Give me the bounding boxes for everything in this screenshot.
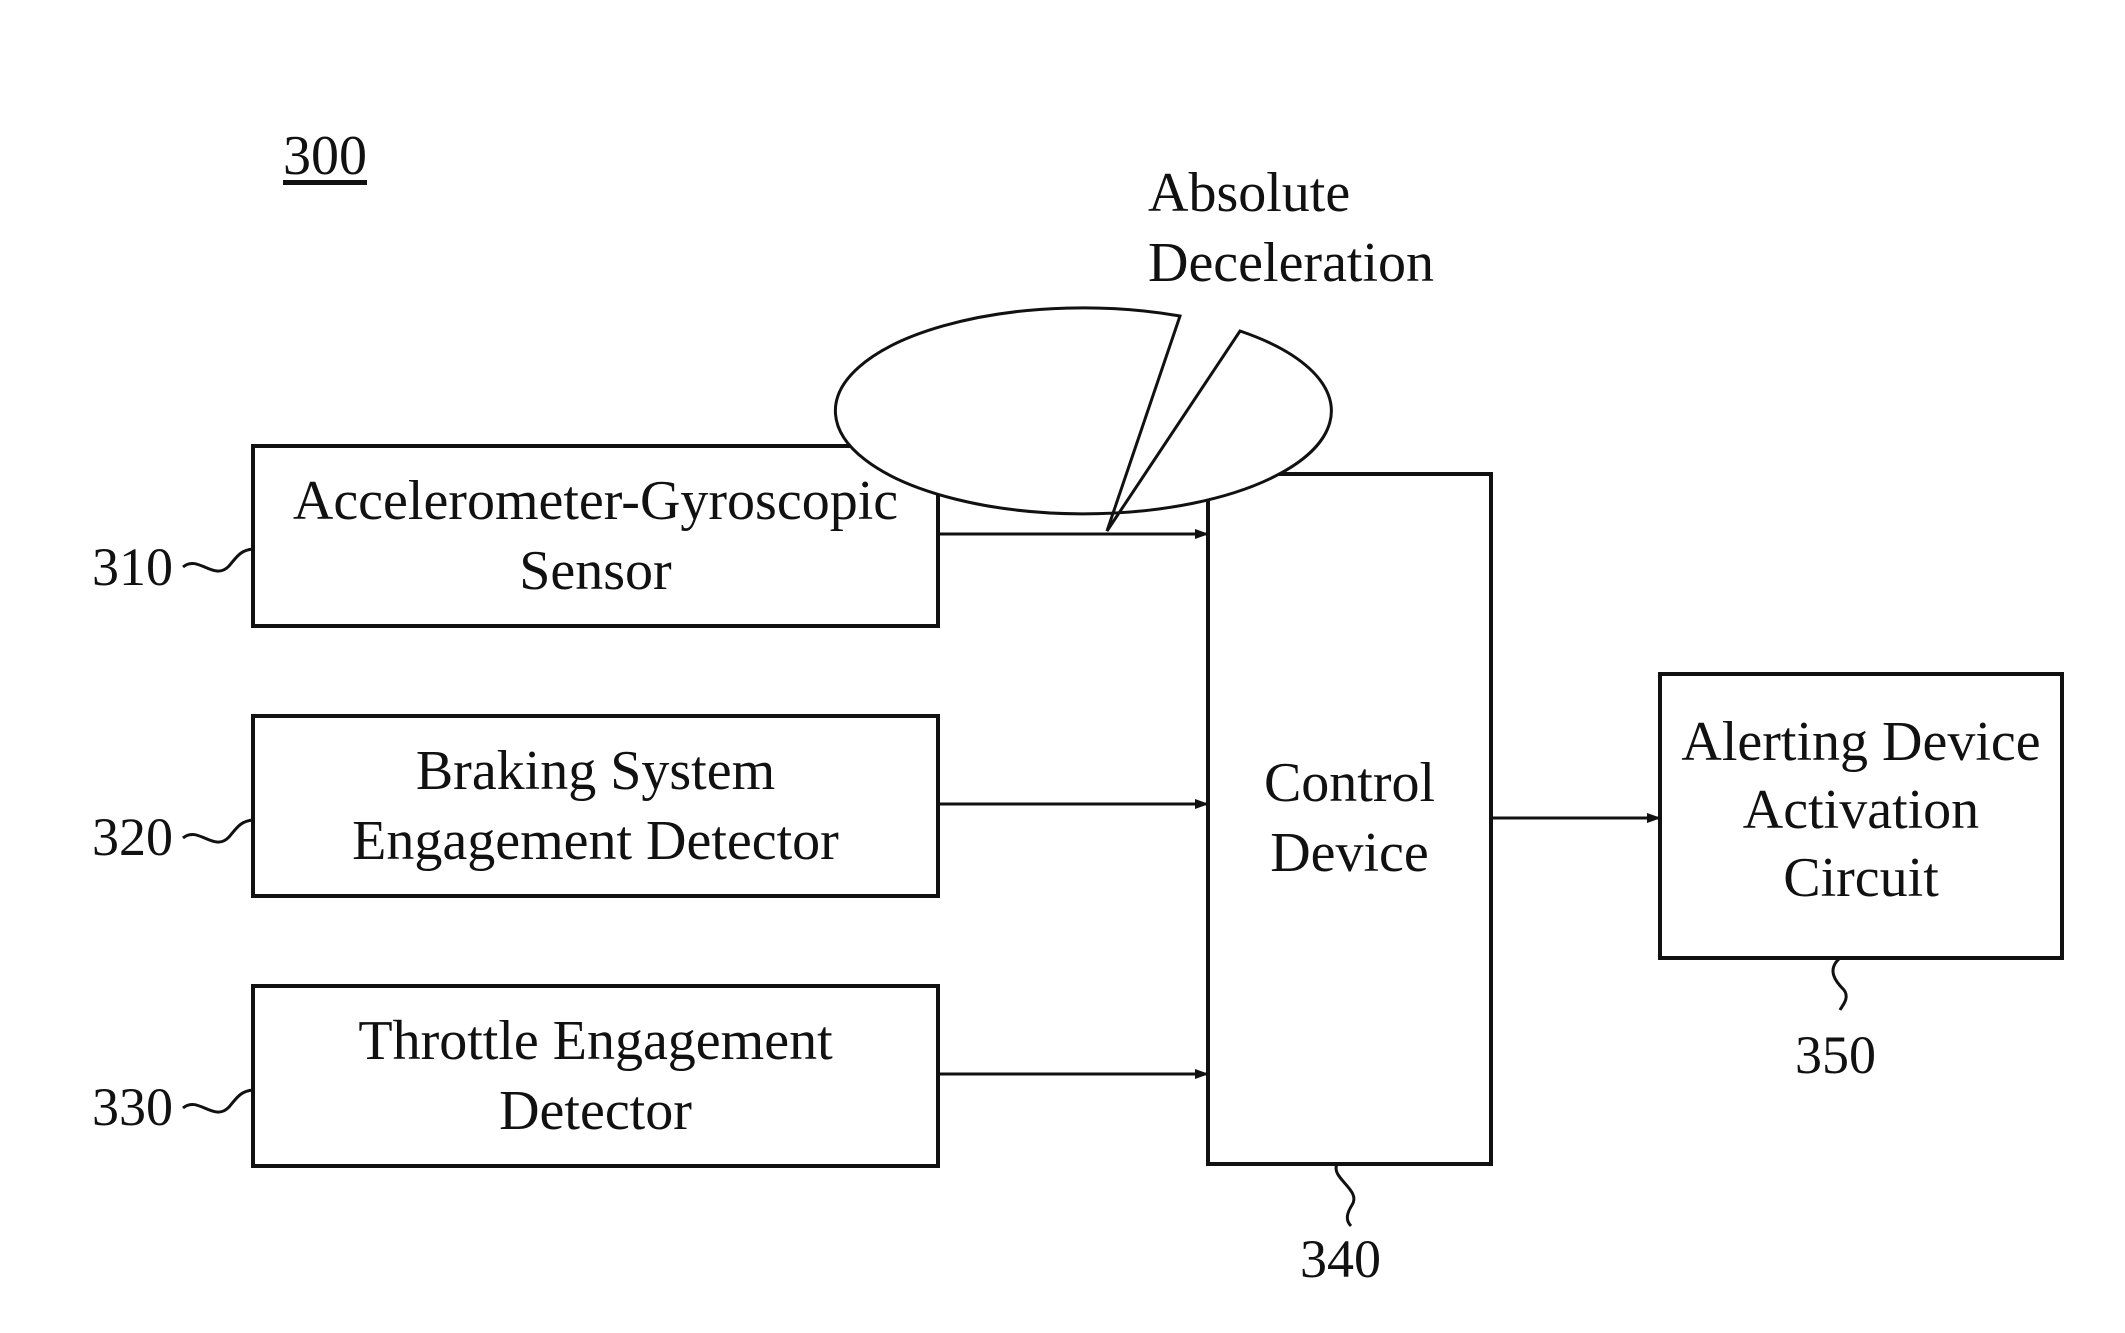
alerting-label-line-3: Circuit [1660,844,2062,912]
leader-310 [183,549,253,571]
sensor-label-line-1: Accelerometer-Gyroscopic [253,466,938,536]
ref-350: 350 [1795,1028,1876,1082]
figure-number: 300 [283,128,367,184]
throttle-label-line-1: Throttle Engagement [253,1006,938,1076]
ref-330: 330 [92,1080,173,1134]
leader-320 [183,820,253,842]
alerting-label-line-1: Alerting Device [1660,708,2062,776]
alerting-label-line-2: Activation [1660,776,2062,844]
leader-330 [183,1090,253,1112]
braking-label-line-2: Engagement Detector [253,806,938,876]
throttle-label: Throttle Engagement Detector [253,1006,938,1146]
callout-line-1: Absolute [1148,158,1434,228]
ref-320: 320 [92,810,173,864]
ref-340: 340 [1300,1232,1381,1286]
braking-label: Braking System Engagement Detector [253,736,938,876]
callout-text: Absolute Deceleration [1148,158,1434,298]
braking-label-line-1: Braking System [253,736,938,806]
control-device-label: Control Device [1208,748,1491,888]
callout-line-2: Deceleration [1148,228,1434,298]
alerting-circuit-label: Alerting Device Activation Circuit [1660,708,2062,912]
leader-350 [1833,958,1846,1010]
leader-340 [1336,1164,1354,1226]
ref-310: 310 [92,540,173,594]
control-device-label-line-1: Control [1208,748,1491,818]
sensor-label: Accelerometer-Gyroscopic Sensor [253,466,938,606]
control-device-label-line-2: Device [1208,818,1491,888]
sensor-label-line-2: Sensor [253,536,938,606]
throttle-label-line-2: Detector [253,1076,938,1146]
